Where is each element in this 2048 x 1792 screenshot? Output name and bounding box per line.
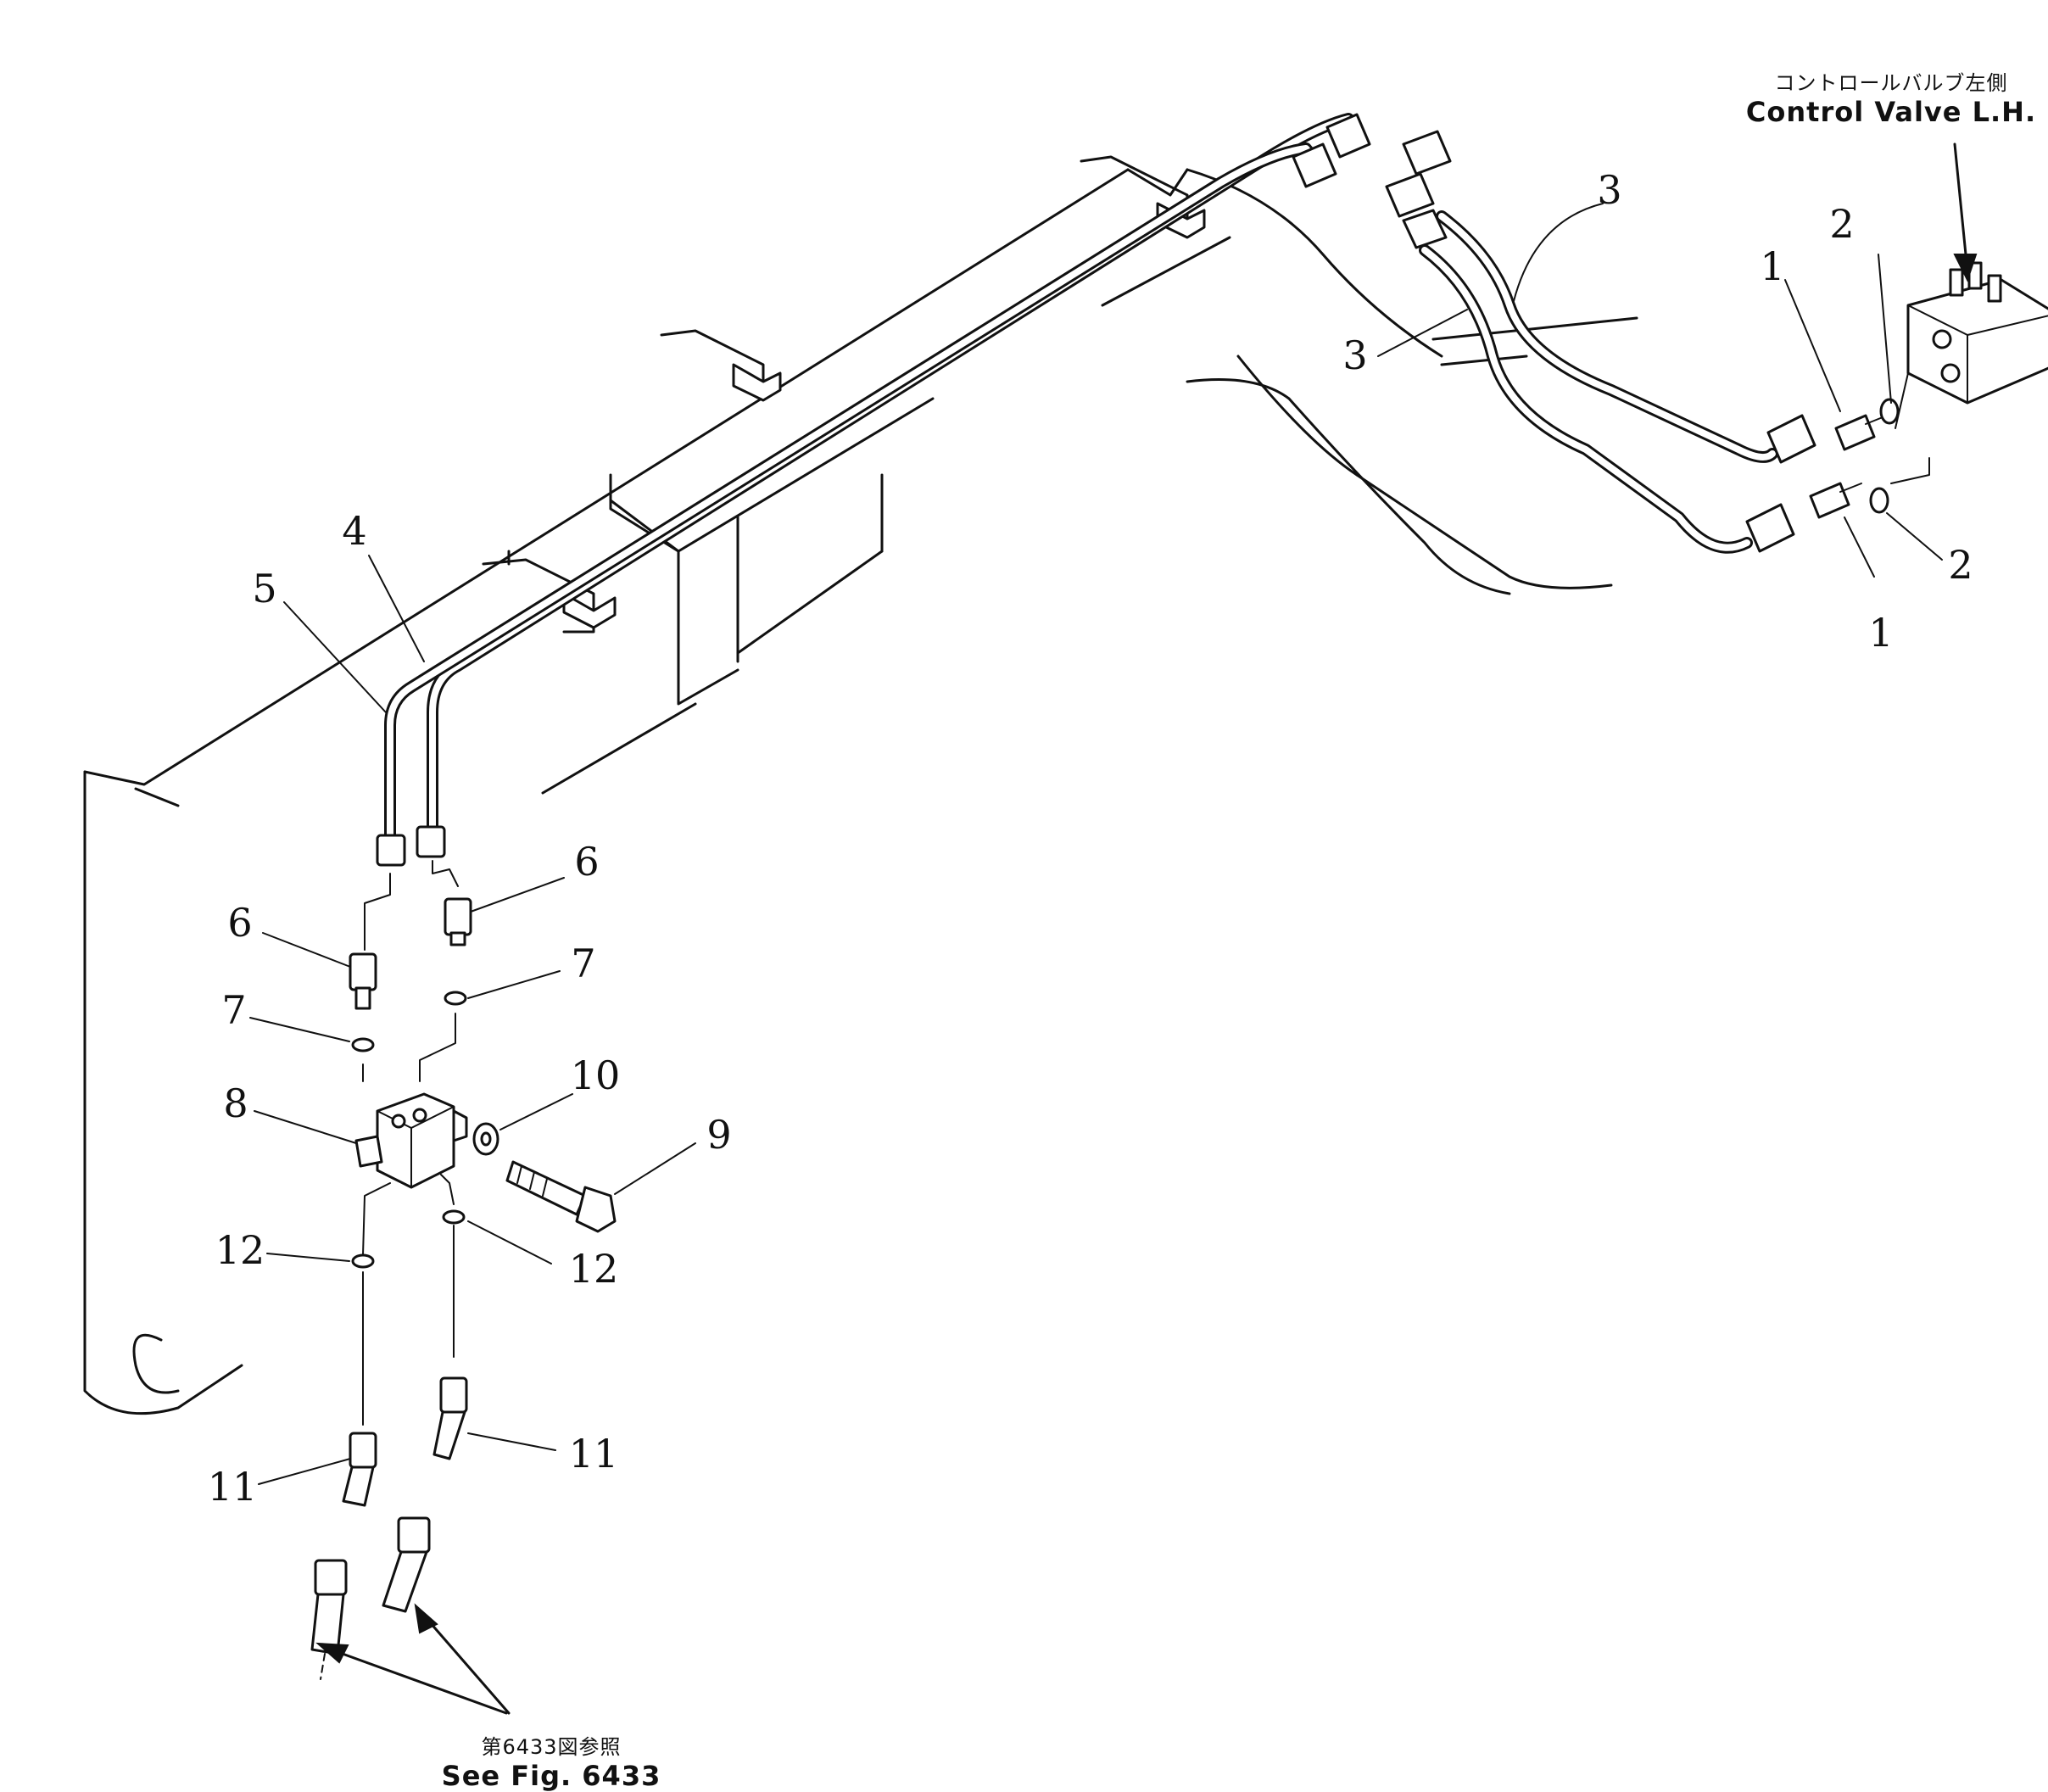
external-hose-fittings <box>310 1516 431 1680</box>
callout-1-upper: 1 <box>1760 243 1784 289</box>
callout-9: 9 <box>706 1112 731 1158</box>
callout-11-right: 11 <box>569 1431 619 1477</box>
pipe-clamps <box>482 155 1206 634</box>
callout-10: 10 <box>571 1052 621 1098</box>
pipe-end-fittings-top <box>1292 113 1452 249</box>
machine-body-outline <box>83 168 1638 1415</box>
part-2-o-rings <box>1869 398 1900 514</box>
control-valve-arrow <box>1953 142 1978 282</box>
callout-11-left: 11 <box>208 1464 258 1510</box>
callout-6-left: 6 <box>227 900 252 946</box>
part-12-o-rings <box>351 1209 466 1269</box>
hose-3-lower <box>1419 244 1753 554</box>
part-6-adapter-left <box>349 952 377 1010</box>
part-1-adapter-lower <box>1809 482 1862 519</box>
see-fig-note: 第6433図参照 See Fig. 6433 <box>390 1730 712 1792</box>
part-7-o-rings <box>351 991 467 1052</box>
part-6-adapter-right <box>444 897 472 946</box>
callout-7-left: 7 <box>221 987 246 1033</box>
part-1-adapter-upper <box>1834 414 1888 451</box>
callout-8: 8 <box>223 1080 248 1126</box>
callout-12-left: 12 <box>215 1227 265 1273</box>
control-valve-note-jp: コントロールバルブ左側 <box>1774 71 2008 95</box>
callout-3-upper: 3 <box>1597 167 1621 213</box>
callout-1-lower: 1 <box>1868 610 1893 656</box>
callout-3-lower: 3 <box>1342 332 1367 378</box>
callout-7-right: 7 <box>571 941 595 986</box>
callout-2-upper: 2 <box>1829 201 1854 247</box>
see-fig-note-jp: 第6433図参照 <box>481 1735 622 1759</box>
pipe-end-fittings-bottom <box>376 825 446 867</box>
callout-leaders <box>249 203 1943 1485</box>
control-valve-block <box>1890 261 2048 484</box>
callout-12-right: 12 <box>569 1246 619 1292</box>
hose-3-upper <box>1436 210 1778 463</box>
callout-2-lower: 2 <box>1948 542 1973 588</box>
see-fig-note-en: See Fig. 6433 <box>441 1760 661 1792</box>
pipe-4 <box>427 113 1363 841</box>
callout-labels: 1 1 2 2 3 3 4 5 6 6 7 7 8 9 10 11 11 12 … <box>208 167 1973 1510</box>
callout-4: 4 <box>342 508 366 554</box>
part-9-bolt <box>505 1160 617 1233</box>
part-11-elbow-left <box>342 1432 377 1507</box>
pipe-5 <box>384 142 1329 850</box>
control-valve-note: コントロールバルブ左側 Control Valve L.H. <box>1730 66 2048 128</box>
part-8-valve-block <box>354 1092 468 1189</box>
callout-6-right: 6 <box>574 839 599 885</box>
hose-3-end-fittings <box>1745 414 1816 553</box>
see-fig-arrows <box>315 1603 511 1715</box>
assembly-leaders <box>362 860 459 1426</box>
part-11-elbow-right <box>432 1376 468 1460</box>
callout-5: 5 <box>252 566 276 611</box>
control-valve-note-en: Control Valve L.H. <box>1745 96 2037 128</box>
part-10-washer <box>472 1122 499 1156</box>
